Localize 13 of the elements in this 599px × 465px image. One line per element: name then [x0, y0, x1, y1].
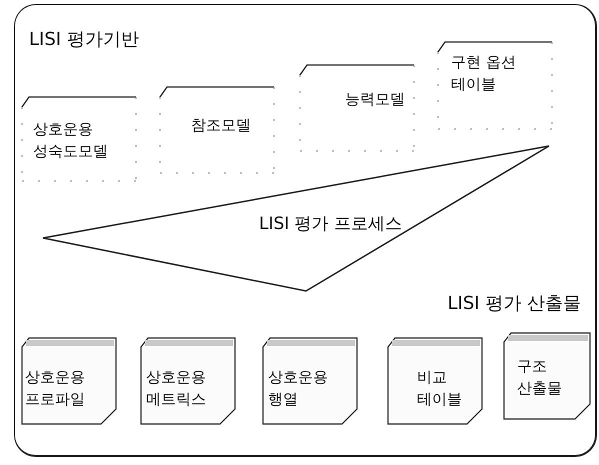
node-label: 비교 테이블 — [417, 367, 463, 410]
node-label: 참조모델 — [191, 115, 252, 136]
section-label: LISI 평가 산출물 — [447, 292, 581, 315]
node-label: 능력모델 — [345, 89, 406, 110]
panel-heading: LISI 평가기반 — [29, 28, 139, 51]
node-label: 상호운용 행열 — [268, 367, 329, 410]
process-label: LISI 평가 프로세스 — [259, 213, 404, 236]
framework-panel — [14, 4, 597, 457]
node-label: 구현 옵션 테이블 — [451, 52, 517, 95]
node-label: 상호운용 메트릭스 — [146, 367, 207, 410]
node-label: 상호운용 프로파일 — [25, 367, 86, 410]
node-label: 구조 산출물 — [517, 356, 563, 399]
node-label: 상호운용 성숙도모델 — [33, 119, 109, 162]
